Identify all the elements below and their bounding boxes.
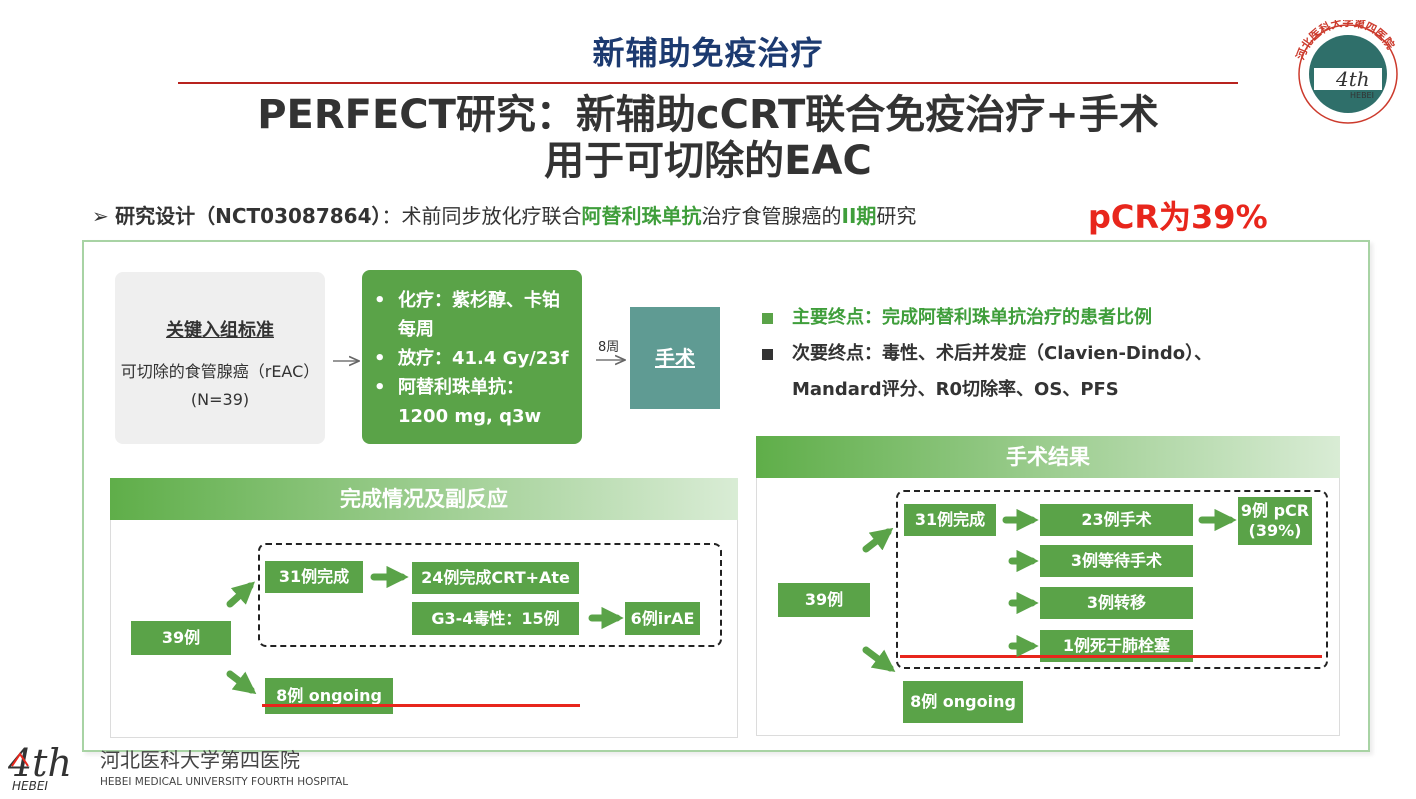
toxicity-box: G3-4毒性：15例 [412,602,579,635]
green-square-icon [762,313,773,324]
hospital-mark-icon: 4th HEBEI [8,741,72,793]
treatment-list: 化疗：紫杉醇、卡铂每周 放疗：41.4 Gy/23f 阿替利珠单抗：1200 m… [370,286,574,431]
interval-label: 8周 [598,340,620,355]
svg-text:HEBEI: HEBEI [1350,91,1374,100]
surgery-dashed-group [896,490,1328,669]
design-text-a: 术前同步放化疗联合 [401,204,582,228]
svg-text:4th: 4th [8,741,72,785]
pcr-percent: (39%) [1248,521,1302,540]
secondary-endpoint: 次要终点：毒性、术后并发症（Clavien-Dindo）、 [762,336,1212,372]
crt-ate-box: 24例完成CRT+Ate [412,562,579,594]
criteria-count: (N=39) [190,390,250,409]
pcr-headline: pCR为39% [1088,198,1268,236]
slide-title-line1: PERFECT研究：新辅助cCRT联合免疫治疗+手术 [257,92,1159,138]
footer-hospital-logo: 4th HEBEI 河北医科大学第四医院 HEBEI MEDICAL UNIVE… [8,736,348,796]
design-separator: ： [381,204,402,228]
right-red-underline [900,655,1322,658]
hospital-seal-logo: 河北医科大学第四医院 4th HEBEI [1293,20,1398,124]
design-text-b: 治疗食管腺癌的 [701,204,842,228]
treatment-item: 阿替利珠单抗：1200 mg, q3w [370,373,574,431]
completion-completed-box: 31例完成 [265,561,363,593]
black-square-icon [762,349,773,360]
design-text-c: 研究 [876,204,917,228]
svg-text:HEBEI: HEBEI [12,779,48,793]
criteria-desc: 可切除的食管腺癌（rEAC） [120,362,320,381]
design-label: 研究设计（NCT03087864） [115,204,382,228]
treatment-item: 放疗：41.4 Gy/23f [370,344,574,373]
surgery-completed-box: 31例完成 [904,504,996,536]
endpoints: 主要终点：完成阿替利珠单抗治疗的患者比例 次要终点：毒性、术后并发症（Clavi… [762,300,1212,408]
metastasis-box: 3例转移 [1040,587,1193,619]
slide-title-line2: 用于可切除的EAC [544,138,872,184]
study-design-line: ➢ 研究设计（NCT03087864）：术前同步放化疗联合阿替利珠单抗治疗食管腺… [92,200,916,229]
footer-hospital-en: HEBEI MEDICAL UNIVERSITY FOURTH HOSPITAL [100,776,349,788]
irae-box: 6例irAE [625,602,700,635]
treatment-box: 化疗：紫杉醇、卡铂每周 放疗：41.4 Gy/23f 阿替利珠单抗：1200 m… [362,270,582,444]
completion-dashed-group [258,543,722,647]
criteria-box: 关键入组标准 可切除的食管腺癌（rEAC） (N=39) [115,272,325,444]
left-red-underline [262,704,580,707]
svg-text:4th: 4th [1335,67,1370,91]
footer-hospital-cn: 河北医科大学第四医院 [100,748,300,772]
secondary-endpoint-cont: Mandard评分、R0切除率、OS、PFS [792,379,1119,400]
title-divider [178,82,1238,84]
completion-ongoing-box: 8例 ongoing [265,678,393,714]
surgery-total-box: 39例 [778,583,870,617]
arrow-bullet-icon: ➢ [92,204,109,228]
treatment-item: 化疗：紫杉醇、卡铂每周 [370,286,574,344]
completion-band: 完成情况及副反应 [110,478,738,520]
section-title: 新辅助免疫治疗 [592,34,824,72]
pcr-count: 9例 pCR [1240,501,1310,520]
waiting-box: 3例等待手术 [1040,545,1193,577]
surgery-label: 手术 [655,346,695,370]
slide-title: PERFECT研究：新辅助cCRT联合免疫治疗+手术 用于可切除的EAC [0,92,1416,184]
surgery-ongoing-box: 8例 ongoing [903,681,1023,723]
primary-endpoint: 主要终点：完成阿替利珠单抗治疗的患者比例 [762,300,1212,336]
pcr-box: 9例 pCR (39%) [1238,497,1312,545]
design-phase: II期 [841,204,877,228]
completion-total-box: 39例 [131,621,231,655]
design-drug: 阿替利珠单抗 [581,204,702,228]
surgery-box: 手术 [630,307,720,409]
surgery-results-band: 手术结果 [756,436,1340,478]
criteria-title: 关键入组标准 [166,320,274,341]
operated-box: 23例手术 [1040,504,1193,536]
